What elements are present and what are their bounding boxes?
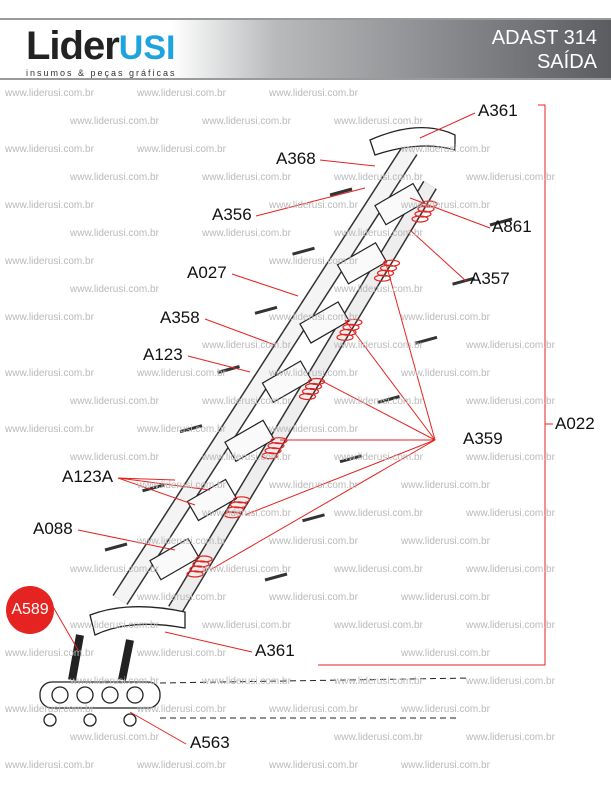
spring-coil <box>345 318 363 326</box>
pin <box>217 365 240 374</box>
pin <box>377 395 400 404</box>
label-a358: A358 <box>160 308 200 327</box>
pin <box>489 217 513 227</box>
spring-coil <box>298 392 317 401</box>
spring-coil <box>232 496 251 504</box>
label-a357: A357 <box>470 269 510 288</box>
label-a123: A123 <box>143 345 183 364</box>
spring-coil <box>336 333 354 341</box>
spring-coil <box>376 269 395 277</box>
logo-text: Lider <box>26 24 120 68</box>
spring-coil <box>226 506 245 514</box>
spring-coil <box>417 205 435 213</box>
label-a088: A088 <box>33 519 73 538</box>
clamp-block <box>149 537 200 581</box>
page-title: ADAST 314 SAÍDA <box>492 26 597 74</box>
spring-coil <box>301 387 320 396</box>
spring-coil <box>186 570 204 578</box>
spring-coil <box>229 501 248 509</box>
pin <box>254 305 278 315</box>
label-a589: A589 <box>11 601 49 618</box>
spring-coil <box>420 200 438 208</box>
pin <box>179 424 203 434</box>
spring-coil <box>382 259 401 267</box>
label-a563: A563 <box>190 733 230 752</box>
spring-coil <box>264 447 282 455</box>
title-section: SAÍDA <box>536 51 597 73</box>
logo-accent: USI <box>118 29 176 67</box>
pin <box>292 246 315 256</box>
spring-coil <box>267 442 285 450</box>
label-a359: A359 <box>463 429 503 448</box>
spring-coil <box>195 555 213 563</box>
spring-coil <box>307 377 326 386</box>
label-a022: A022 <box>555 414 595 433</box>
clamp-block <box>336 241 388 285</box>
pin <box>452 276 475 286</box>
bracket-bottom <box>89 606 186 636</box>
label-a027: A027 <box>187 263 227 282</box>
label-a861: A861 <box>492 217 532 236</box>
chain <box>39 681 161 727</box>
spring-coil <box>342 323 360 331</box>
title-model: ADAST 314 <box>491 27 597 49</box>
pin <box>329 187 353 197</box>
label-a361-bottom: A361 <box>255 641 295 660</box>
clamp-block <box>186 478 238 522</box>
clamp-block <box>224 419 275 463</box>
pin <box>104 542 128 552</box>
label-a123a: A123A <box>62 467 114 486</box>
logo: LiderUSI insumos & peças gráficas <box>26 26 177 78</box>
spring-coil <box>261 452 279 460</box>
spring-coil <box>304 382 323 391</box>
pin <box>142 483 165 493</box>
label-a368: A368 <box>276 149 316 168</box>
label-a589-callout: A589 <box>6 586 54 634</box>
header-banner: LiderUSI insumos & peças gráficas ADAST … <box>0 18 611 80</box>
spring-coil <box>189 565 207 573</box>
spring-coil <box>411 215 429 223</box>
label-a361-top: A361 <box>478 101 518 120</box>
spring-coil <box>339 328 357 336</box>
label-a356: A356 <box>212 205 252 224</box>
clamp-block <box>374 182 425 226</box>
clamp-block <box>299 301 350 344</box>
leader-lines <box>51 104 553 745</box>
pin <box>302 513 325 523</box>
clamp-block <box>261 360 313 403</box>
pin <box>264 572 288 582</box>
spring-coil <box>192 560 210 568</box>
pin <box>339 454 363 464</box>
pin <box>414 335 438 345</box>
spring-coil <box>223 511 242 519</box>
spring-coil <box>270 437 288 445</box>
spring-coil <box>414 210 432 218</box>
bracket-top <box>369 126 456 156</box>
logo-tagline: insumos & peças gráficas <box>26 68 177 78</box>
